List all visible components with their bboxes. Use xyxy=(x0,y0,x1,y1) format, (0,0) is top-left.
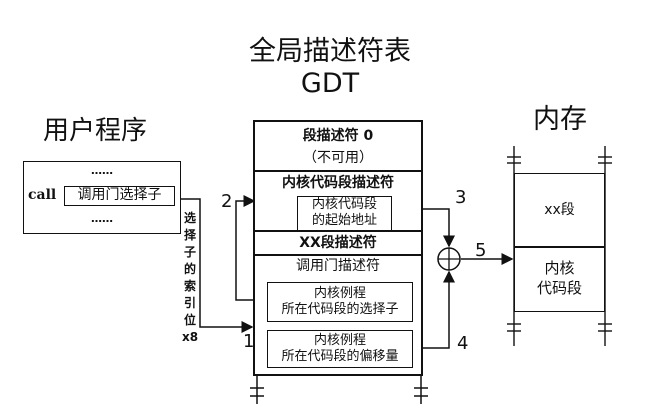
step-label-3: 3 xyxy=(455,187,467,208)
memory-kernel-code-segment: 内核 代码段 xyxy=(514,246,605,312)
gdt-title-line2: GDT xyxy=(300,68,360,99)
gdt-title-line1: 全局描述符表 xyxy=(249,36,411,67)
user-program-title: 用户程序 xyxy=(42,116,147,146)
note-char: 引 xyxy=(183,296,196,310)
kernel-code-line1: 内核 xyxy=(544,259,575,277)
step-label-4: 4 xyxy=(457,333,469,354)
gate-selector-line2: 所在代码段的选择子 xyxy=(281,302,399,317)
call-gate-offset-field: 内核例程 所在代码段的偏移量 xyxy=(267,330,413,368)
arrow-step-2 xyxy=(235,195,266,301)
gdt-table: 段描述符 0 （不可用） 内核代码段描述符 内核代码段 的起始地址 XX段描述符… xyxy=(253,120,423,376)
step-label-5: 5 xyxy=(475,240,487,261)
step-label-2: 2 xyxy=(221,191,233,212)
kernel-code-line2: 代码段 xyxy=(536,279,582,297)
gdt-title: 全局描述符表 GDT xyxy=(230,36,430,100)
memory-xx-segment: xx段 xyxy=(514,173,605,248)
kernel-code-descriptor-label: 内核代码段描述符 xyxy=(282,175,394,191)
gdt-row-xx-descriptor: XX段描述符 xyxy=(255,232,421,256)
code-ellipsis-top: …… xyxy=(91,164,113,177)
descriptor-0-unusable: （不可用） xyxy=(303,150,373,166)
gdt-continuation-marks xyxy=(250,375,428,404)
gate-offset-line2: 所在代码段的偏移量 xyxy=(281,349,399,364)
gdt-row-call-gate-descriptor: 调用门描述符 xyxy=(296,258,380,274)
arrow-step-1 xyxy=(176,198,254,333)
memory-title: 内存 xyxy=(533,104,587,135)
step-label-1: 1 xyxy=(243,331,255,352)
user-program-box: …… call 调用门选择子 …… xyxy=(23,161,181,234)
kernel-code-base-address-field: 内核代码段 的起始地址 xyxy=(297,196,392,231)
descriptor-0-label: 段描述符 0 xyxy=(302,128,374,144)
base-address-line2: 的起始地址 xyxy=(311,213,377,228)
call-keyword: call xyxy=(28,187,57,203)
gate-selector-line1: 内核例程 xyxy=(313,286,366,301)
note-char: 择 xyxy=(183,228,196,242)
selector-index-note: 选 择 子 的 索 引 位 x8 xyxy=(182,210,198,346)
note-char: 索 xyxy=(183,279,196,293)
note-char: 位 xyxy=(183,313,196,327)
note-char: x8 xyxy=(182,330,199,344)
note-char: 的 xyxy=(183,262,196,276)
gdt-row-descriptor-0: 段描述符 0 （不可用） xyxy=(255,122,421,172)
gdt-row-kernel-code-descriptor: 内核代码段描述符 xyxy=(255,172,421,232)
call-gate-selector-operand: 调用门选择子 xyxy=(64,186,175,206)
call-gate-selector-field: 内核例程 所在代码段的选择子 xyxy=(267,282,413,322)
arrow-step-4 xyxy=(414,270,455,349)
base-address-line1: 内核代码段 xyxy=(311,197,377,212)
gate-offset-line1: 内核例程 xyxy=(313,333,366,348)
note-char: 选 xyxy=(183,211,196,225)
adder-icon xyxy=(437,247,461,271)
code-ellipsis-bottom: …… xyxy=(91,212,113,225)
note-char: 子 xyxy=(183,245,196,259)
